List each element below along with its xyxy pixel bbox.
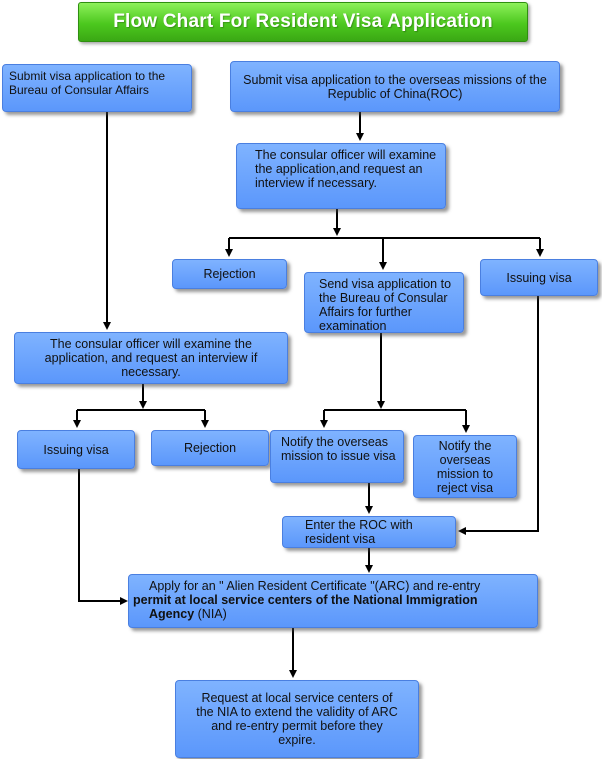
node-text: Issuing visa: [506, 270, 572, 285]
node-text: Enter the ROC with resident visa: [305, 518, 413, 546]
node-text: Rejection: [203, 267, 256, 281]
node-request-extend: Request at local service centers of the …: [175, 680, 419, 758]
node-text: Request at local service centers of the …: [196, 691, 398, 747]
node-officer-bca: The consular officer will examine the ap…: [14, 332, 288, 384]
node-text: Send visa application to the Bureau of C…: [319, 277, 452, 333]
node-send-to-bca: Send visa application to the Bureau of C…: [304, 272, 464, 333]
node-submit-overseas: Submit visa application to the overseas …: [230, 61, 560, 112]
node-issuing-overseas: Issuing visa: [480, 259, 598, 296]
node-rejection-bca: Rejection: [151, 430, 269, 466]
node-text: Rejection: [183, 441, 237, 455]
node-text: Submit visa application to the overseas …: [243, 72, 547, 101]
node-text: Notify the overseas mission to issue vis…: [281, 435, 396, 463]
node-rejection-overseas: Rejection: [172, 259, 287, 289]
node-submit-bca: Submit visa application to the Bureau of…: [2, 64, 192, 112]
node-issuing-bca: Issuing visa: [17, 430, 135, 469]
flowchart-title: Flow Chart For Resident Visa Application: [78, 2, 528, 42]
node-notify-issue: Notify the overseas mission to issue vis…: [270, 430, 404, 483]
node-text: The consular officer will examine the ap…: [255, 148, 437, 190]
node-text: Notify the overseas mission to reject vi…: [436, 438, 494, 495]
node-enter-roc: Enter the ROC with resident visa: [282, 516, 456, 548]
arrow-issuing-to-enter: [458, 296, 539, 535]
node-notify-reject: Notify the overseas mission to reject vi…: [413, 435, 517, 498]
node-apply-arc: Apply for an " Alien Resident Certificat…: [128, 574, 538, 628]
node-text-line: permit at local service centers of the N…: [133, 593, 478, 607]
node-text: Issuing visa: [43, 442, 109, 457]
node-text-line: Agency (NIA): [149, 607, 227, 621]
node-text-line: Apply for an " Alien Resident Certificat…: [149, 579, 481, 593]
arrow-issuing-bca-to-apply: [78, 469, 128, 605]
node-text: Submit visa application to the Bureau of…: [9, 69, 166, 97]
node-officer-overseas: The consular officer will examine the ap…: [236, 143, 446, 209]
node-text: The consular officer will examine the ap…: [44, 337, 258, 379]
